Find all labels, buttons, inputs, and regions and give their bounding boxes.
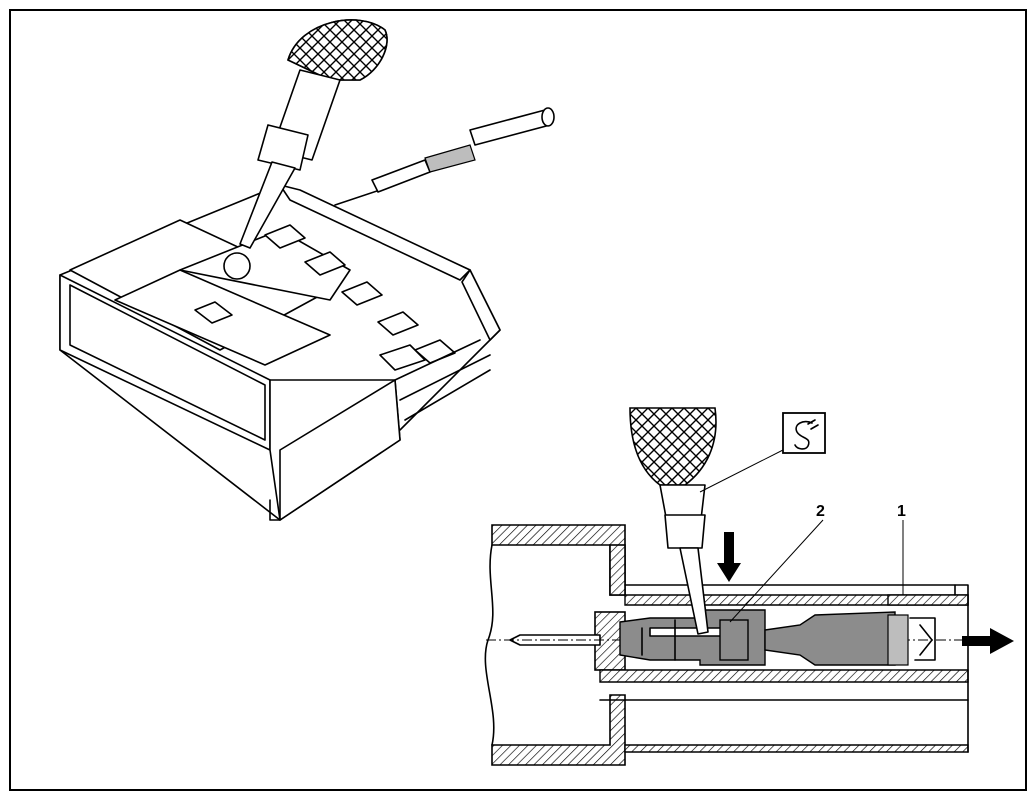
- callout-1: 1: [897, 503, 906, 520]
- screwdriver-section: [629, 407, 717, 635]
- push-down-arrow-icon: [717, 532, 741, 582]
- tool-symbol-icon: [782, 412, 826, 454]
- terminal-cavities: [264, 224, 456, 371]
- cross-section-illustration: 2 1: [484, 407, 1014, 766]
- leader-callout-2: [729, 519, 824, 623]
- figure-frame: [9, 9, 1027, 791]
- pull-out-arrow-icon: [962, 628, 1014, 654]
- contact-terminal-with-wire: [334, 107, 555, 206]
- housing-lower-wall: [599, 669, 969, 683]
- terminal-body: [619, 609, 936, 666]
- connector-housing: [59, 184, 501, 521]
- leader-tool-symbol: [699, 449, 784, 493]
- screwdriver-top: [239, 19, 388, 249]
- callout-2: 2: [816, 503, 825, 520]
- connector-housing-illustration: [59, 19, 555, 521]
